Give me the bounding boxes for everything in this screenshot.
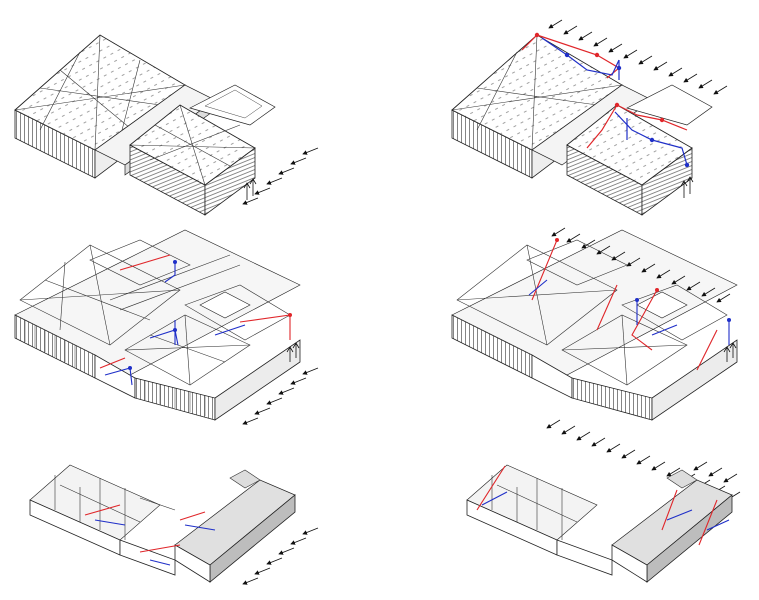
load-nodes bbox=[128, 260, 292, 370]
panel-frame-loads bbox=[451, 227, 738, 421]
frame-end-wall bbox=[214, 339, 301, 421]
roof-trusses bbox=[19, 239, 291, 386]
panel-walls-loads bbox=[466, 461, 738, 583]
wind-arrows-right bbox=[242, 147, 319, 205]
roof-bracing bbox=[14, 34, 186, 151]
flat-extension bbox=[189, 84, 276, 126]
panel-walls-plain bbox=[29, 464, 319, 585]
wind-arrows-top bbox=[551, 227, 731, 303]
load-path-blue bbox=[94, 519, 216, 566]
right-wing-back bbox=[611, 544, 648, 583]
flat-extension bbox=[626, 84, 713, 126]
load-path-blue bbox=[481, 491, 730, 531]
wind-arrows-right bbox=[242, 367, 319, 425]
right-wing-back bbox=[174, 544, 211, 583]
interior-partitions bbox=[491, 469, 698, 540]
uplift-arrows bbox=[243, 178, 257, 200]
frame-end-wall bbox=[651, 339, 738, 421]
flat-extension-inner bbox=[204, 89, 263, 119]
uplift-arrows bbox=[723, 342, 737, 362]
wind-arrows-top bbox=[548, 19, 728, 95]
wind-arrows-right bbox=[242, 527, 319, 585]
open-bay bbox=[199, 291, 251, 319]
wind-arrows-top bbox=[693, 461, 738, 483]
uplift-arrows bbox=[680, 176, 694, 198]
load-path-red bbox=[531, 239, 718, 371]
small-roof-bracing bbox=[129, 104, 256, 186]
small-block-roof bbox=[566, 104, 693, 186]
center-front bbox=[119, 539, 176, 576]
load-path-red bbox=[476, 465, 718, 546]
interior-partitions bbox=[54, 469, 261, 540]
load-nodes bbox=[555, 238, 731, 322]
load-path-red bbox=[84, 504, 206, 553]
panel-frame-plain bbox=[14, 229, 319, 425]
frame-verticals bbox=[24, 320, 206, 416]
frame-right-wall bbox=[571, 377, 653, 421]
panel-roof-plain bbox=[14, 34, 319, 216]
load-nodes bbox=[534, 32, 690, 168]
center-front bbox=[556, 539, 613, 576]
uplift-arrows bbox=[286, 342, 300, 362]
panel-roof-loads bbox=[451, 19, 728, 216]
load-path-blue bbox=[528, 279, 730, 345]
